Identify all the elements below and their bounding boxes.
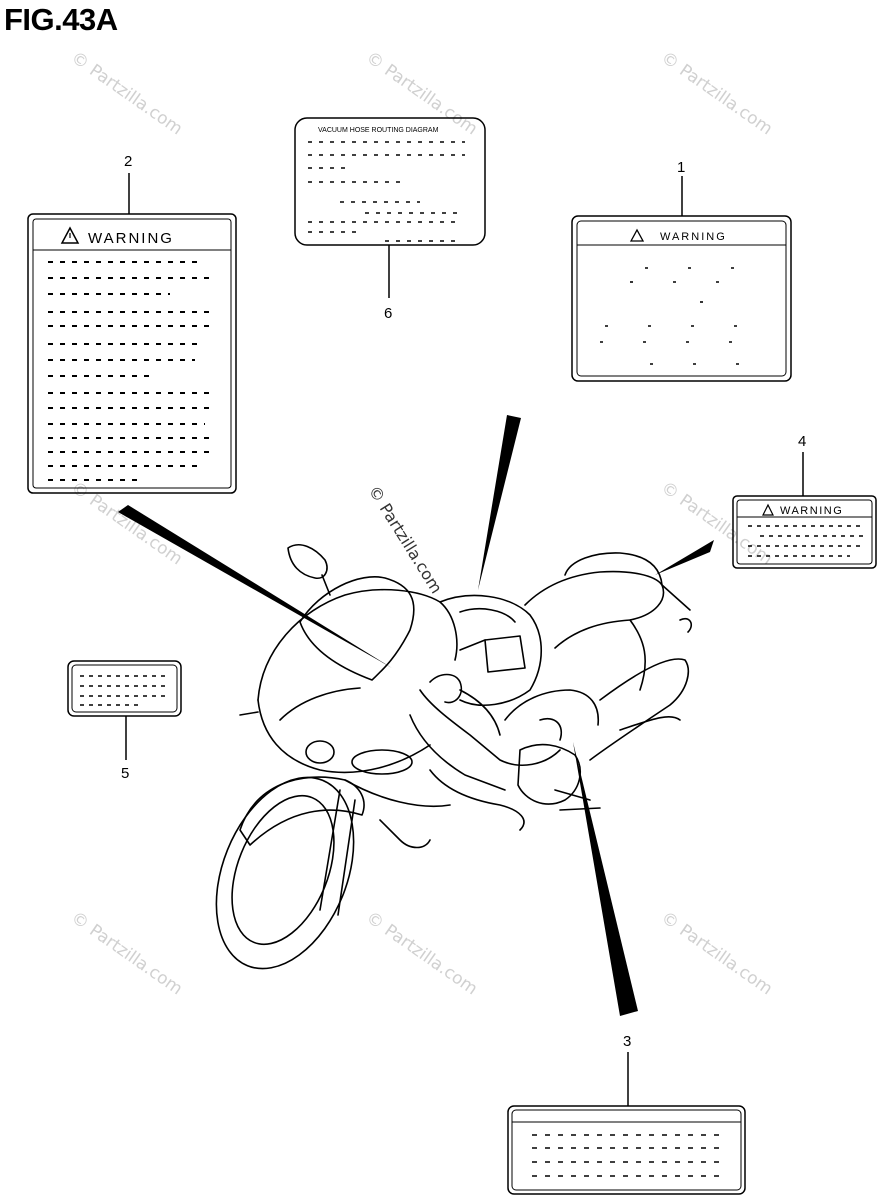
label-4-warning xyxy=(732,495,877,569)
label-1-warning-text: WARNING xyxy=(660,231,727,243)
watermark: © Partzilla.com xyxy=(67,478,186,570)
label-6-vacuum-hose xyxy=(294,117,486,246)
motorcycle-drawing xyxy=(215,544,692,970)
callout-5: 5 xyxy=(121,765,129,782)
watermark: © Partzilla.com xyxy=(362,48,481,140)
watermark: © Partzilla.com xyxy=(657,908,776,1000)
watermark: © Partzilla.com xyxy=(67,908,186,1000)
location-pointers xyxy=(118,415,714,1016)
label-1-text-lines xyxy=(600,267,760,365)
label-3-text-lines xyxy=(532,1134,725,1177)
label-2-warning xyxy=(27,213,237,494)
pointer-label-3 xyxy=(573,742,638,1016)
callout-2: 2 xyxy=(124,153,132,170)
callout-1: 1 xyxy=(677,159,685,176)
watermark: © Partzilla.com xyxy=(67,48,186,140)
watermark: © Partzilla.com xyxy=(657,48,776,140)
figure-title: FIG.43A xyxy=(4,2,118,37)
label-5 xyxy=(67,660,182,717)
label-4-warning-text: WARNING xyxy=(780,505,843,517)
label-6-title: VACUUM HOSE ROUTING DIAGRAM xyxy=(318,127,439,134)
leader-lines xyxy=(125,173,804,1106)
callout-3: 3 xyxy=(623,1033,631,1050)
pointer-label-2 xyxy=(118,505,392,668)
pointer-label-4 xyxy=(655,540,714,575)
watermark: © Partzilla.com xyxy=(362,908,481,1000)
pointer-label-6 xyxy=(478,415,521,590)
watermark-layer: © Partzilla.com © Partzilla.com © Partzi… xyxy=(67,48,776,1000)
callout-6: 6 xyxy=(384,305,392,322)
label-6-text-lines xyxy=(308,141,465,242)
label-2-text-lines xyxy=(48,261,215,481)
label-5-text-lines xyxy=(80,675,170,706)
label-4-text-lines xyxy=(748,525,865,557)
callout-4: 4 xyxy=(798,433,806,450)
label-2-warning-text: WARNING xyxy=(88,230,174,247)
watermark-dark: © Partzilla.com xyxy=(365,482,447,597)
label-3 xyxy=(507,1105,746,1195)
